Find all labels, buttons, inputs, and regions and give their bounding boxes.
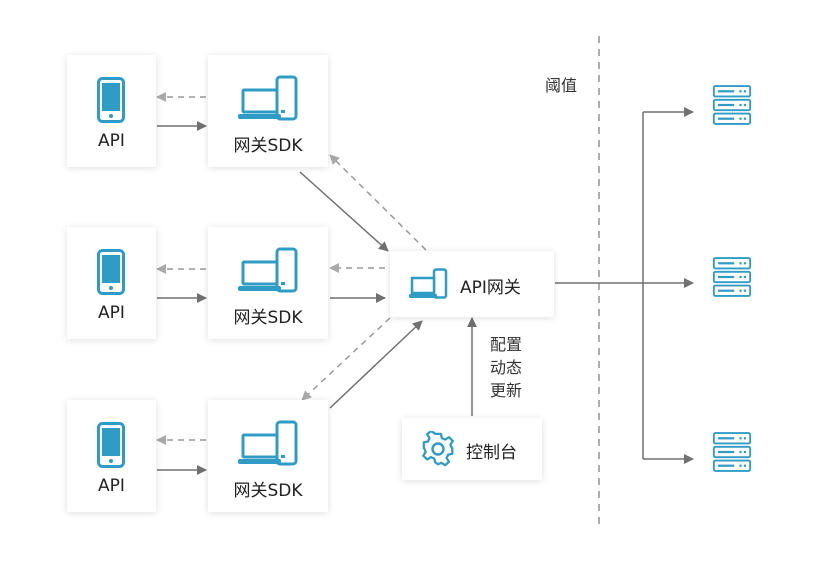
api-box-2: API	[67, 227, 156, 339]
phone-icon	[97, 422, 125, 468]
gateway-to-sdk1-dashed-arrow	[329, 154, 427, 251]
api-label: API	[98, 131, 125, 151]
sdk-box-2: 网关SDK	[208, 227, 328, 339]
sdk-box-1: 网关SDK	[208, 55, 328, 167]
config-update-label: 配置 动态 更新	[490, 333, 522, 402]
server-icon	[712, 257, 752, 297]
config-update-line: 配置	[490, 335, 523, 354]
sdk-label: 网关SDK	[233, 308, 303, 328]
api-label: API	[98, 303, 125, 323]
devices-icon	[238, 247, 298, 293]
gateway-box: API网关	[390, 251, 554, 317]
config-update-line: 更新	[490, 381, 523, 400]
phone-icon	[97, 77, 125, 123]
api-box-3: API	[67, 400, 156, 512]
sdk1-to-gateway-arrow	[299, 171, 389, 252]
api-box-1: API	[67, 55, 156, 167]
gear-icon	[422, 431, 454, 467]
config-update-line: 动态	[490, 358, 523, 377]
sdk-label: 网关SDK	[233, 136, 303, 156]
sdk3-to-gateway-arrow	[329, 320, 423, 409]
devices-icon	[238, 75, 298, 121]
sdk-box-3: 网关SDK	[208, 400, 328, 512]
server-icon	[712, 432, 752, 472]
gateway-to-sdk3-dashed-arrow	[301, 317, 391, 401]
phone-icon	[97, 249, 125, 295]
console-label: 控制台	[466, 443, 517, 463]
server-icon	[712, 85, 752, 125]
console-box: 控制台	[402, 418, 542, 480]
sdk-label: 网关SDK	[233, 481, 303, 501]
threshold-label: 阈值	[545, 76, 578, 95]
gateway-label: API网关	[460, 278, 521, 298]
devices-icon	[409, 268, 448, 299]
devices-icon	[238, 420, 298, 466]
api-label: API	[98, 476, 125, 496]
